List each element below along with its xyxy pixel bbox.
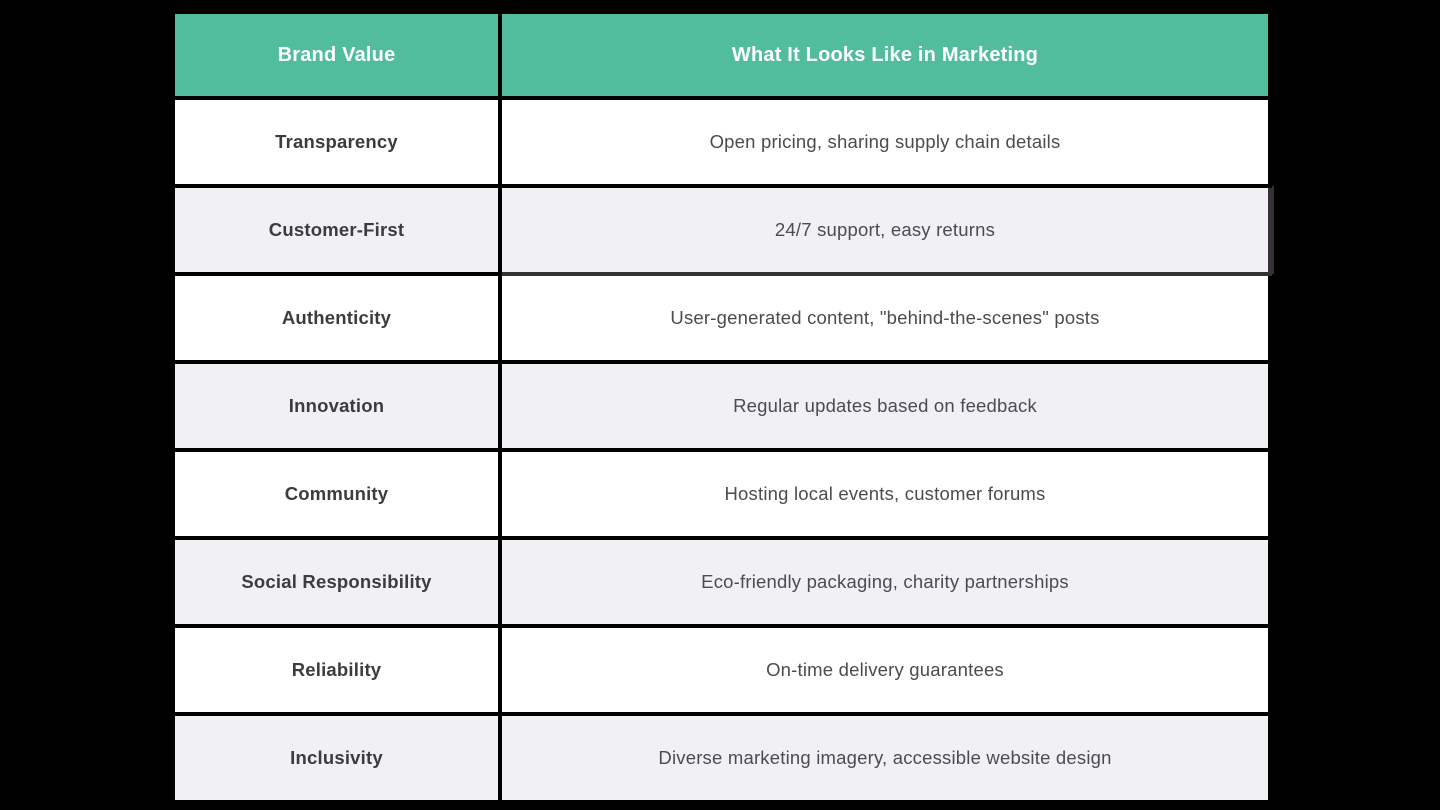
brand-value-cell[interactable]: Authenticity [171, 272, 502, 364]
marketing-cell[interactable]: Hosting local events, customer forums [498, 448, 1272, 540]
brand-value-cell[interactable]: Customer-First [171, 184, 502, 276]
brand-value-cell[interactable]: Transparency [171, 96, 502, 188]
table-row: Reliability On-time delivery guarantees [171, 624, 1272, 716]
brand-value-cell[interactable]: Inclusivity [171, 712, 502, 804]
header-row: Brand Value What It Looks Like in Market… [171, 10, 1272, 100]
marketing-cell[interactable]: Open pricing, sharing supply chain detai… [498, 96, 1272, 188]
marketing-cell-selected[interactable]: 24/7 support, easy returns [498, 184, 1272, 276]
brand-value-cell[interactable]: Reliability [171, 624, 502, 716]
table-row: Authenticity User-generated content, "be… [171, 272, 1272, 364]
table-row: Transparency Open pricing, sharing suppl… [171, 96, 1272, 188]
table-row: Social Responsibility Eco-friendly packa… [171, 536, 1272, 628]
table-row: Inclusivity Diverse marketing imagery, a… [171, 712, 1272, 804]
marketing-cell[interactable]: Eco-friendly packaging, charity partners… [498, 536, 1272, 628]
brand-value-cell[interactable]: Innovation [171, 360, 502, 452]
brand-value-cell[interactable]: Community [171, 448, 502, 540]
table-row: Community Hosting local events, customer… [171, 448, 1272, 540]
brand-value-cell[interactable]: Social Responsibility [171, 536, 502, 628]
marketing-cell[interactable]: Diverse marketing imagery, accessible we… [498, 712, 1272, 804]
table-row: Customer-First 24/7 support, easy return… [171, 184, 1272, 276]
table-row: Innovation Regular updates based on feed… [171, 360, 1272, 452]
header-marketing[interactable]: What It Looks Like in Marketing [498, 10, 1272, 100]
marketing-cell[interactable]: On-time delivery guarantees [498, 624, 1272, 716]
marketing-cell[interactable]: Regular updates based on feedback [498, 360, 1272, 452]
brand-values-table: Brand Value What It Looks Like in Market… [171, 10, 1272, 804]
header-brand-value[interactable]: Brand Value [171, 10, 502, 100]
marketing-cell[interactable]: User-generated content, "behind-the-scen… [498, 272, 1272, 364]
